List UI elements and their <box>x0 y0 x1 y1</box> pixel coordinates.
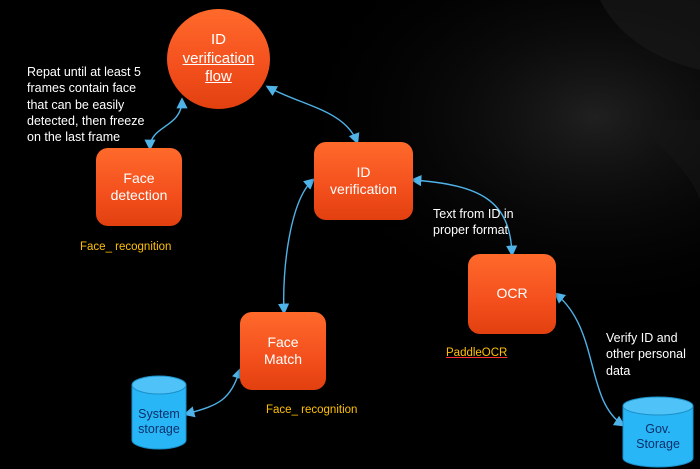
text-from-id-note: Text from ID in proper format <box>433 207 514 238</box>
id-verification-node[interactable]: ID verification <box>314 142 413 220</box>
face-detection-node[interactable]: Face detection <box>96 148 182 226</box>
verify-id-note: Verify ID and other personal data <box>606 331 686 378</box>
id-verification-flow-node[interactable]: ID verification flow <box>167 9 270 109</box>
gov-storage-cylinder <box>622 396 694 468</box>
connector-idverification-ocr <box>410 175 518 257</box>
repeat-note: Repat until at least 5 frames contain fa… <box>27 65 145 144</box>
flow-title-line2: verification <box>182 49 255 67</box>
system-storage-label: System storage <box>138 407 180 436</box>
ocr-label: OCR <box>496 285 528 302</box>
connector-flow-facedetection <box>144 97 188 151</box>
id-verification-label: ID verification <box>330 163 397 198</box>
connector-flow-idverification <box>265 85 360 145</box>
system-storage-cylinder <box>131 375 187 450</box>
flow-title-line3: flow <box>205 68 232 86</box>
face-match-node[interactable]: Face Match <box>240 312 326 390</box>
face-match-label: Face Match <box>263 333 303 368</box>
paddle-ocr-label: PaddleOCR <box>446 347 508 359</box>
connector-facematch-systemstorage <box>183 367 243 418</box>
connector-idverification-facematch <box>278 178 316 315</box>
gov-storage-label: Gov. Storage <box>636 422 680 451</box>
connector-ocr-govstorage <box>553 292 626 427</box>
face-recognition-label-2: Face_ recognition <box>266 404 358 416</box>
ocr-node[interactable]: OCR <box>468 254 556 334</box>
face-recognition-label-1: Face_ recognition <box>80 241 172 253</box>
face-detection-label: Face detection <box>110 169 168 204</box>
flow-title-line1: ID <box>211 30 226 48</box>
